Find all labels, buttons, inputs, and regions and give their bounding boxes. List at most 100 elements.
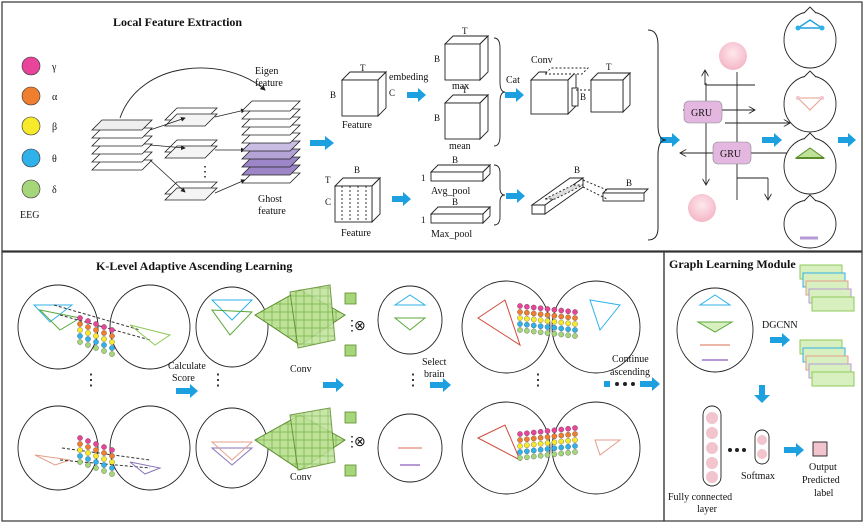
select-label: Select [422, 357, 447, 368]
eeg-label: EEG [20, 210, 39, 221]
conv-label-top: Conv [290, 364, 312, 375]
multiply-icon: ⊗ [354, 435, 366, 450]
dim-b: B [626, 178, 632, 188]
score-dots: ⋮ [345, 319, 359, 334]
electrode-node [93, 441, 99, 447]
band-label: δ [52, 185, 57, 196]
electrode-node [551, 330, 558, 337]
fully-connected-layer [702, 405, 722, 487]
electrode-node [531, 322, 537, 329]
electrode-node [558, 307, 565, 314]
multiply-icon: ⊗ [354, 319, 366, 334]
electrode-node [551, 433, 558, 439]
hidden-state-bottom [688, 194, 716, 222]
dim-t: T [325, 175, 331, 185]
electrode-node [517, 449, 523, 455]
electrode-node [109, 339, 115, 345]
electrode-node [85, 330, 91, 336]
electrode-node [77, 321, 83, 327]
softmax-layer [754, 429, 770, 465]
section-title-local: Local Feature Extraction [113, 15, 242, 29]
conv-grid-top [254, 284, 346, 349]
electrode-node [537, 440, 544, 447]
band-label: α [52, 92, 58, 103]
electrode-node [551, 318, 558, 325]
connector [582, 186, 608, 200]
feature-cube-bottom [333, 176, 382, 224]
electrode-node [77, 333, 83, 339]
conv-slab [530, 177, 585, 215]
electrode-node [531, 328, 537, 335]
alpha-dot [21, 86, 41, 106]
electrode-node [531, 447, 537, 454]
avg-pool-label: Avg_pool [431, 186, 470, 197]
brain-dots: ⋮ [530, 372, 546, 389]
hidden-state-top [719, 42, 747, 70]
brain-dots: ⋮ [210, 372, 226, 389]
electrode-node [537, 452, 544, 459]
fc-label-line2: layer [697, 504, 718, 515]
electrode-node [77, 447, 83, 453]
skip-connection [119, 67, 266, 119]
bottom-right-panel [663, 251, 863, 522]
dgcnn-stack [799, 264, 855, 387]
conv-output-box [601, 188, 650, 202]
dgcnn-label: DGCNN [762, 320, 798, 331]
max-pool-label: Max_pool [431, 229, 472, 240]
electrode-node [101, 462, 107, 468]
max-label: max [452, 81, 469, 92]
max-cube [443, 34, 490, 82]
electrode-node [544, 306, 551, 312]
band-label: β [52, 122, 57, 133]
electrode-node [93, 339, 99, 345]
electrode-node [524, 327, 530, 334]
eigen-label-line1: Eigen [255, 66, 278, 77]
brain-dots: ⋮ [83, 372, 99, 389]
electrode-node [572, 333, 578, 339]
electrode-node [101, 336, 107, 342]
electrode-node [93, 447, 99, 453]
electrode-node [558, 426, 565, 433]
dim-1: 1 [421, 173, 426, 183]
electrode-node [565, 326, 571, 332]
brain-output-edges [794, 19, 826, 240]
electrode-node [93, 321, 99, 327]
electrode-node [524, 303, 530, 310]
electrode-node [93, 333, 99, 339]
electrode-node [572, 327, 578, 333]
score-label: Score [172, 373, 195, 384]
electrode-node [551, 451, 558, 457]
electrode-node [565, 431, 571, 438]
electrode-node [558, 432, 565, 439]
electrode-node [524, 442, 530, 448]
band-label: θ [52, 154, 57, 165]
section-title-graph: Graph Learning Module [669, 257, 796, 271]
electrode-node [551, 324, 558, 331]
dim-c: C [389, 88, 395, 98]
electrode-node [517, 443, 523, 449]
dim-1: 1 [421, 215, 426, 225]
intermediate-slabs [164, 107, 218, 201]
electrode-node [109, 327, 115, 333]
continue-label: Continue [612, 354, 649, 365]
theta-dot [21, 148, 41, 168]
electrode-node [537, 305, 544, 311]
electrode-node [544, 452, 551, 458]
electrode-node [517, 303, 523, 309]
klevel-graph-edges [32, 294, 622, 475]
electrode-node [109, 447, 115, 453]
electrode-node [109, 351, 115, 357]
electrode-node [109, 453, 115, 459]
ellipsis: ⋮ [198, 165, 212, 180]
dim-t: T [462, 26, 468, 36]
max-pool-slab [429, 205, 492, 225]
electrode-node [77, 459, 83, 465]
top-panel [1, 1, 863, 252]
electrode-node [544, 318, 551, 324]
electrode-node [551, 445, 558, 451]
electrode-node [565, 320, 571, 326]
softmax-label: Softmax [741, 471, 775, 482]
electrode-node [558, 331, 565, 338]
electrode-node [517, 431, 523, 437]
dim-b: B [434, 54, 440, 64]
